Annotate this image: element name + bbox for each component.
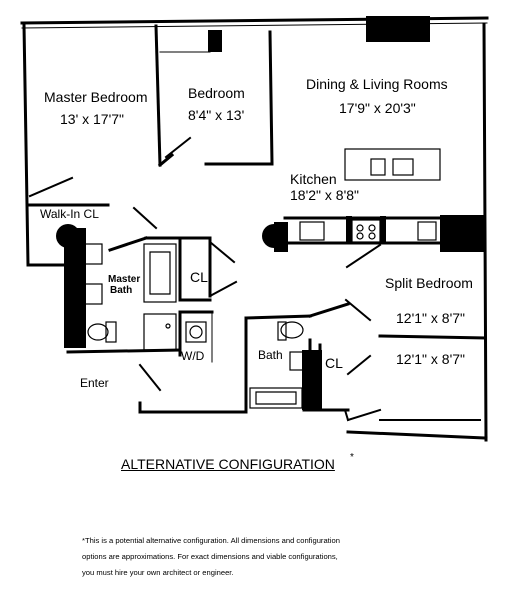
bath-label: Bath (258, 348, 283, 362)
walls (20, 16, 489, 442)
plan-title-mark: * (350, 452, 354, 463)
closet-label-1: CL (190, 269, 208, 285)
washer-dryer-label: W/D (181, 349, 205, 363)
disclaimer-line: options are approximations. For exact di… (82, 552, 338, 561)
dining-living-name: Dining & Living Rooms (306, 76, 448, 92)
disclaimer-line: *This is a potential alternative configu… (82, 536, 340, 545)
master-bedroom-dims: 13' x 17'7" (60, 111, 125, 127)
bedroom-name: Bedroom (188, 85, 245, 101)
master-bath-label-line2: Bath (110, 285, 133, 296)
disclaimer-line: you must hire your own architect or engi… (82, 568, 234, 577)
solid-columns (56, 16, 486, 410)
split-bedroom-dims-2: 12'1" x 8'7" (396, 351, 465, 367)
master-bath-label-line1: Master (108, 274, 141, 285)
fixtures (83, 148, 441, 409)
closet-label-2: CL (325, 355, 343, 371)
plan-title: ALTERNATIVE CONFIGURATION (121, 456, 335, 472)
walk-in-closet-label: Walk-In CL (40, 207, 99, 221)
bedroom-dims: 8'4" x 13' (188, 107, 245, 123)
dining-living-dims: 17'9" x 20'3" (339, 100, 416, 116)
enter-label: Enter (80, 376, 109, 390)
kitchen-dims: 18'2" x 8'8" (290, 187, 359, 203)
split-bedroom-name: Split Bedroom (385, 275, 473, 291)
kitchen-name: Kitchen (290, 171, 337, 187)
disclaimer: *This is a potential alternative configu… (82, 533, 382, 581)
split-bedroom-dims-1: 12'1" x 8'7" (396, 310, 465, 326)
master-bedroom-name: Master Bedroom (44, 89, 148, 105)
